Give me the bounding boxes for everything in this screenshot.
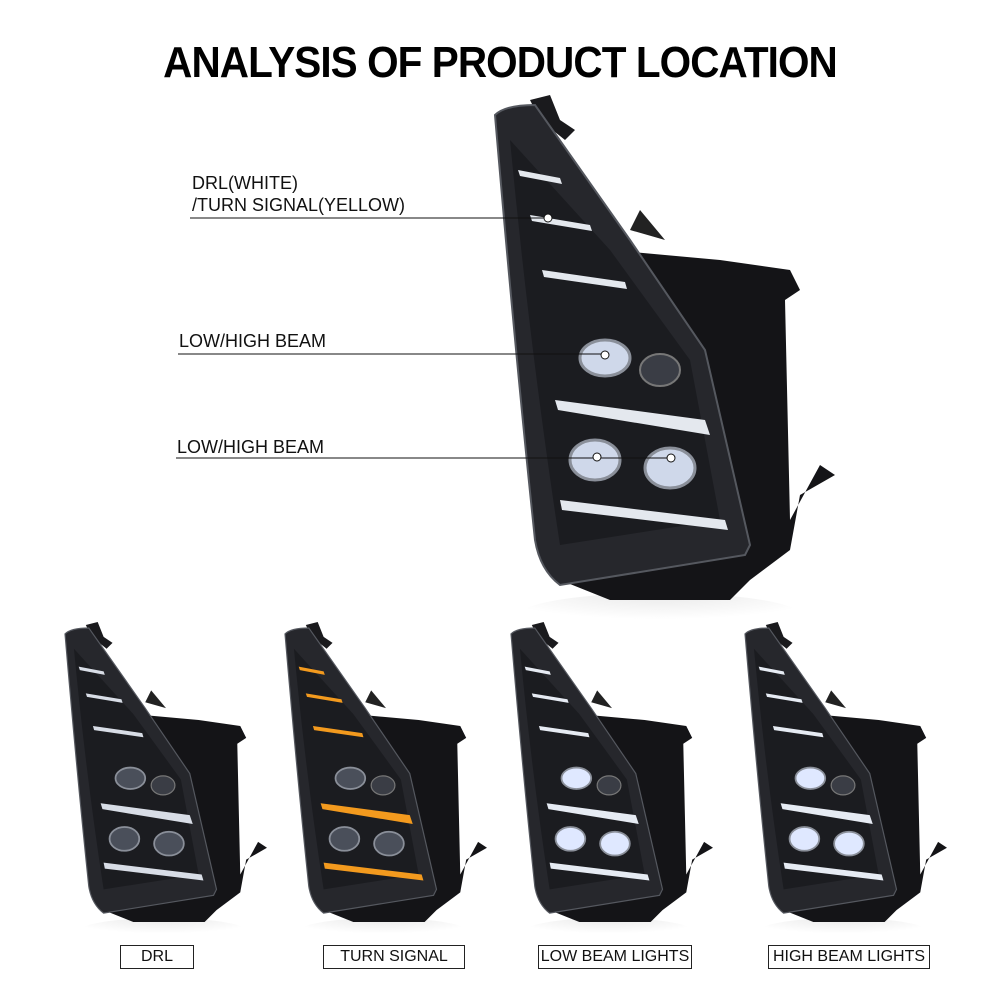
label-drl: DRL xyxy=(120,945,194,969)
callout-drl: DRL(WHITE) /TURN SIGNAL(YELLOW) xyxy=(192,172,405,216)
headlamp-turn-signal xyxy=(284,621,488,945)
label-low-beam: LOW BEAM LIGHTS xyxy=(538,945,692,969)
label-high-beam: HIGH BEAM LIGHTS xyxy=(768,945,930,969)
callout-drl-line1: DRL(WHITE) xyxy=(192,173,298,193)
main-headlamp xyxy=(493,93,837,639)
label-turn-signal: TURN SIGNAL xyxy=(323,945,465,969)
page-title: ANALYSIS OF PRODUCT LOCATION xyxy=(163,38,838,87)
callout-low-high-beam-upper: LOW/HIGH BEAM xyxy=(179,331,327,351)
headlamp-high-beam xyxy=(744,621,948,945)
callout-low-high-beam-lower: LOW/HIGH BEAM xyxy=(177,437,325,457)
headlamp-low-beam xyxy=(510,621,714,945)
callout-drl-line2: /TURN SIGNAL(YELLOW) xyxy=(192,195,406,215)
headlamp-drl xyxy=(64,621,268,945)
callout-lines xyxy=(176,213,676,463)
